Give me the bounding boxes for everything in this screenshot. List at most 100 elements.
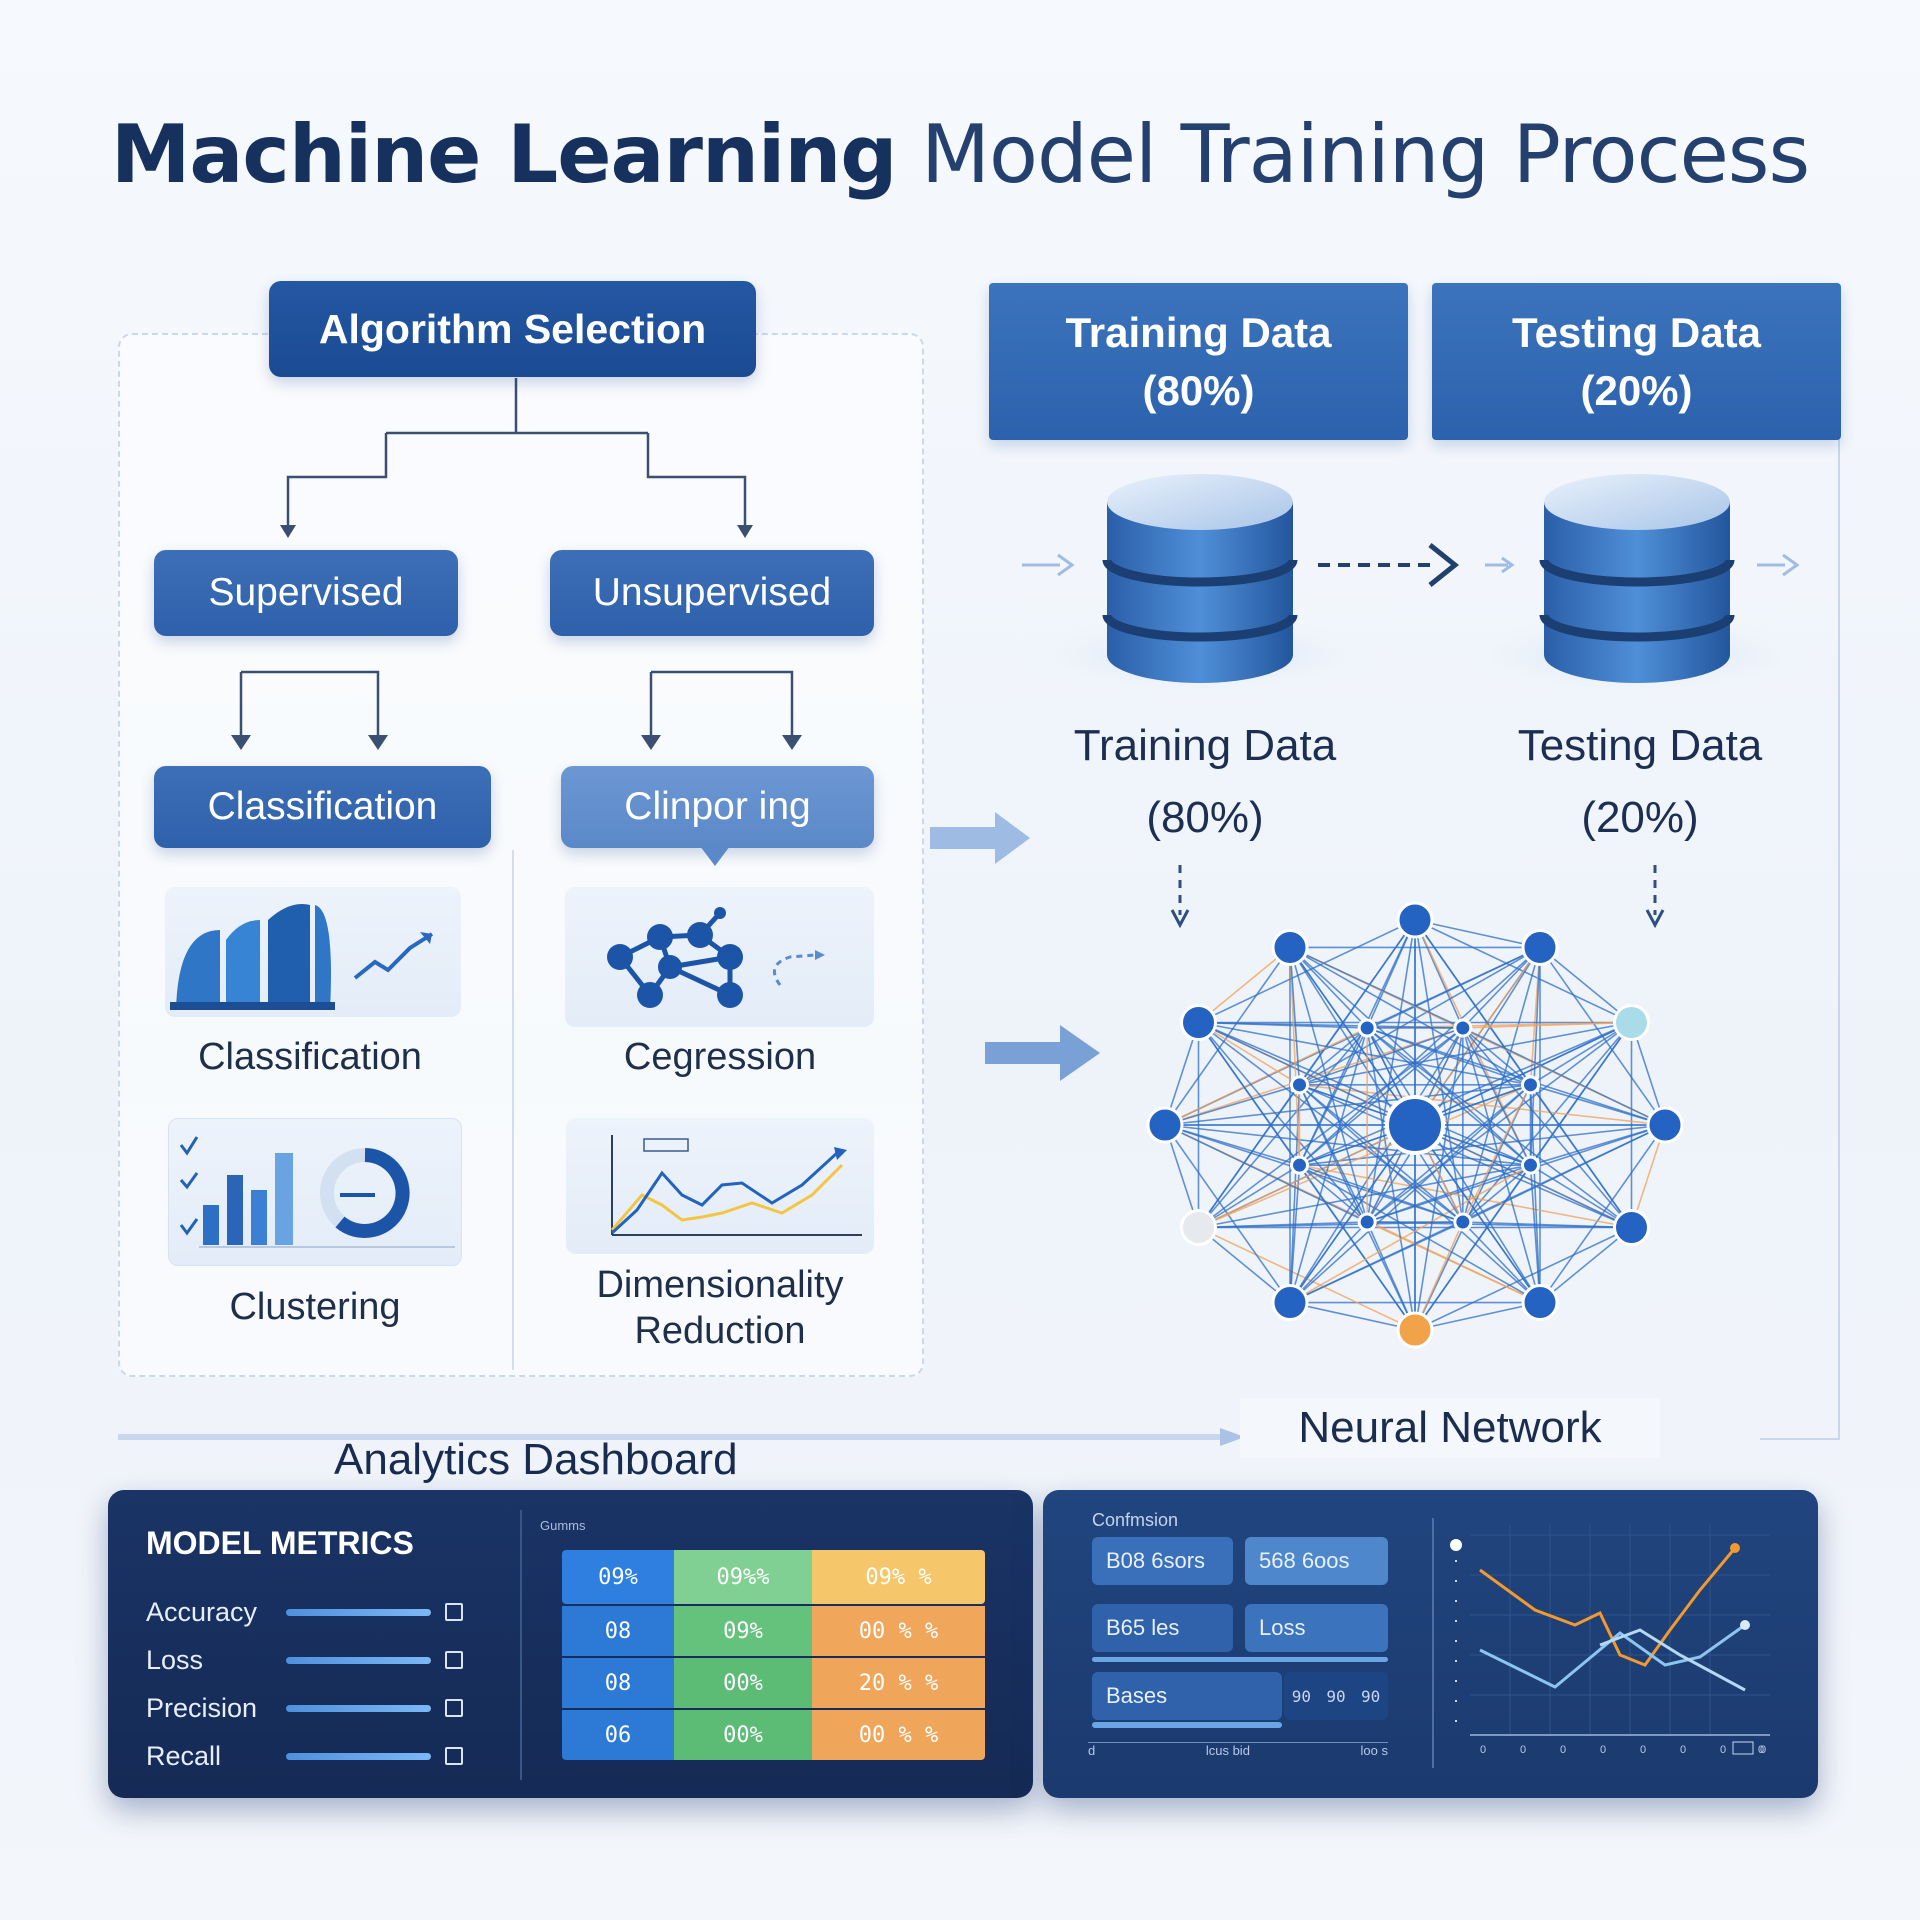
- nn-connection: [1530, 1021, 1632, 1086]
- training-header-name: Training Data: [1065, 308, 1332, 356]
- clustering-card[interactable]: [168, 1118, 462, 1266]
- table-cell: 09%%: [674, 1550, 812, 1604]
- chart-divider: [1432, 1518, 1434, 1768]
- algorithm-selection-node[interactable]: Algorithm Selection: [269, 281, 756, 377]
- classification-node[interactable]: Classification: [154, 766, 491, 848]
- stat-pill[interactable]: B65 les: [1092, 1604, 1233, 1652]
- nn-connection: [1530, 1164, 1632, 1229]
- nn-connection: [1366, 1027, 1416, 1331]
- pill-underline: [1092, 1657, 1388, 1662]
- supervised-node[interactable]: Supervised: [154, 550, 458, 636]
- light-series-line: [1479, 1623, 1746, 1689]
- metric-checkbox[interactable]: [445, 1603, 463, 1621]
- nn-connection: [1164, 1124, 1531, 1166]
- table-row: 09% 09%% 09% %: [562, 1550, 985, 1604]
- page-title: Machine Learning Model Training Process: [0, 105, 1920, 205]
- nn-connection: [1289, 947, 1301, 1166]
- nn-connection: [1462, 1021, 1633, 1223]
- stat-pill[interactable]: Bases: [1092, 1672, 1282, 1720]
- pill-tail: 90 90 90: [1284, 1672, 1388, 1720]
- nn-connection: [1462, 1027, 1531, 1086]
- metric-bar: [286, 1704, 431, 1712]
- nn-node: [1613, 1209, 1651, 1246]
- nn-connection: [1299, 946, 1541, 1086]
- stat-pill[interactable]: Loss: [1245, 1604, 1388, 1652]
- nn-connection: [1414, 1021, 1632, 1126]
- nn-node: [1357, 1018, 1377, 1038]
- database-icon: [1539, 474, 1735, 683]
- nn-node: [1453, 1212, 1473, 1232]
- algorithm-selection-label: Algorithm Selection: [318, 305, 707, 352]
- nn-node: [1385, 1095, 1445, 1155]
- regression-caption: Cegression: [623, 1036, 817, 1078]
- clustering-caption: Clustering: [229, 1286, 401, 1328]
- nn-connection: [1289, 1221, 1464, 1304]
- nn-connection: [1197, 1022, 1301, 1166]
- nn-connection: [1414, 1221, 1464, 1331]
- model-metrics-title: MODEL METRICS: [146, 1525, 414, 1561]
- line-chart-icon: [610, 1135, 862, 1236]
- nn-node: [1271, 928, 1309, 966]
- testing-data-header[interactable]: Testing Data (20%): [1432, 283, 1841, 440]
- nn-connection: [1289, 946, 1464, 1029]
- testing-header-pct: (20%): [1580, 366, 1693, 414]
- metric-bar: [286, 1656, 431, 1664]
- nn-connection: [1366, 946, 1541, 1029]
- table-cell: 08: [562, 1658, 674, 1708]
- metric-checkbox[interactable]: [445, 1699, 463, 1717]
- nn-connection: [1289, 946, 1531, 1086]
- nn-connection: [1197, 1084, 1301, 1228]
- stat-pill[interactable]: B08 6sors: [1092, 1537, 1233, 1585]
- nn-connection: [1289, 946, 1532, 1166]
- orange-series-marker: [1730, 1543, 1740, 1553]
- metrics-list: Accuracy Loss Precision Recall: [146, 1588, 466, 1780]
- nn-node: [1396, 1311, 1434, 1349]
- table-cell: 09%: [562, 1550, 674, 1604]
- line-chart: 0 0 0 0 0 0 0 0 0: [1450, 1525, 1770, 1756]
- unsupervised-node[interactable]: Unsupervised: [550, 550, 874, 636]
- nn-connection: [1298, 1164, 1416, 1331]
- nn-connection: [1198, 1021, 1531, 1166]
- nn-connection: [1529, 1084, 1541, 1303]
- nn-connection: [1198, 1084, 1531, 1229]
- clustering-node[interactable]: Clinpor ing: [561, 766, 874, 848]
- nn-connection: [1462, 1164, 1531, 1223]
- nn-connection: [1164, 1124, 1300, 1166]
- nn-connection: [1164, 1084, 1300, 1126]
- nn-connection: [1198, 1021, 1464, 1223]
- nn-node: [1146, 1106, 1184, 1144]
- nn-connection: [1299, 1027, 1464, 1166]
- table-cell: 00%: [674, 1710, 812, 1760]
- cluster-icon: [607, 907, 825, 1008]
- light-series-marker: [1740, 1620, 1750, 1630]
- nn-connection: [1198, 1164, 1531, 1229]
- nn-connection: [1197, 1027, 1368, 1229]
- nn-node: [1396, 901, 1434, 939]
- table-cell: 09% %: [812, 1550, 985, 1604]
- stat-pill[interactable]: 568 6oos: [1245, 1537, 1388, 1585]
- nn-connection: [1539, 1226, 1633, 1304]
- confusion-title: Confmsion: [1092, 1510, 1179, 1530]
- metric-checkbox[interactable]: [445, 1747, 463, 1765]
- training-data-header[interactable]: Training Data (80%): [989, 283, 1408, 440]
- metric-label: Precision: [146, 1692, 258, 1723]
- chart-legend-label: 0: [1758, 1744, 1764, 1756]
- metric-label: Accuracy: [146, 1596, 258, 1627]
- testing-label-pct: (20%): [1581, 793, 1699, 842]
- nn-connection: [1197, 946, 1291, 1024]
- dimensionality-caption-text: Dimensionality Reduction: [596, 1264, 844, 1352]
- metric-checkbox[interactable]: [445, 1651, 463, 1669]
- title-bold: Machine Learning: [110, 108, 898, 201]
- nn-connection: [1529, 1165, 1541, 1303]
- metrics-table: 09% 09%% 09% % 08 09% 00 % % 08 00% 20 %…: [562, 1550, 985, 1760]
- nn-connection: [1197, 1226, 1291, 1304]
- nn-connection: [1299, 1164, 1368, 1223]
- table-row: 06 00% 00 % %: [562, 1710, 985, 1760]
- testing-label-name: Testing Data: [1517, 721, 1763, 770]
- nn-connection: [1462, 1027, 1666, 1126]
- nn-connection: [1366, 1021, 1632, 1223]
- chart-legend-box: [1732, 1741, 1754, 1755]
- unsupervised-label: Unsupervised: [592, 571, 832, 614]
- nn-node: [1520, 1155, 1540, 1175]
